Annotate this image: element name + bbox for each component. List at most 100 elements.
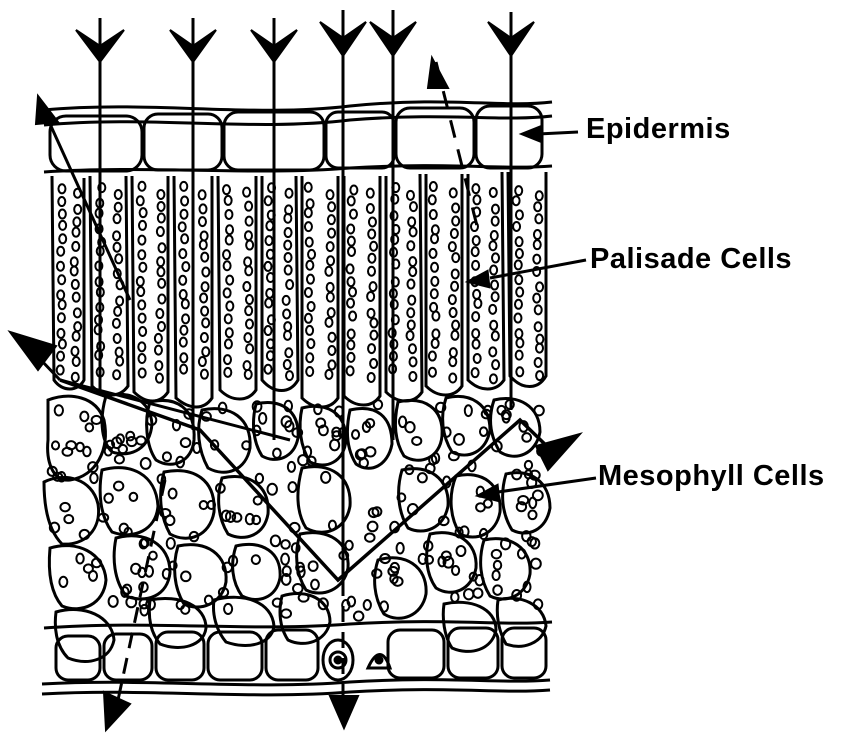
chloroplast <box>328 360 335 369</box>
chloroplast <box>407 308 414 317</box>
chloroplast <box>515 186 522 195</box>
chloroplast <box>491 281 498 290</box>
chloroplast <box>325 267 332 276</box>
chloroplast <box>368 344 375 353</box>
chloroplast <box>369 217 376 226</box>
chloroplast <box>158 214 165 223</box>
chloroplast <box>308 302 315 311</box>
chloroplast <box>201 231 208 240</box>
chloroplast <box>180 290 187 299</box>
chloroplast <box>473 588 482 597</box>
chloroplast <box>472 312 479 321</box>
chloroplast <box>368 373 375 382</box>
chloroplast <box>536 191 543 200</box>
chloroplast <box>348 196 355 205</box>
chloroplast <box>451 331 458 340</box>
transmitted-arrow-left <box>104 692 130 730</box>
chloroplast <box>370 282 377 291</box>
chloroplast <box>244 257 251 266</box>
chloroplast <box>454 434 464 445</box>
chloroplast <box>307 275 314 284</box>
chloroplast <box>259 413 266 424</box>
chloroplast <box>181 438 191 447</box>
chloroplast <box>243 282 250 291</box>
chloroplast <box>410 202 417 211</box>
chloroplast <box>182 314 189 323</box>
chloroplast <box>474 299 481 308</box>
chloroplast <box>138 236 145 245</box>
chloroplast <box>224 288 231 297</box>
chloroplast <box>492 217 499 226</box>
chloroplast <box>115 254 122 263</box>
chloroplast <box>265 299 272 308</box>
chloroplast <box>265 196 272 205</box>
chloroplast <box>516 249 523 258</box>
chloroplast <box>73 228 80 237</box>
chloroplast <box>223 250 230 259</box>
chloroplast <box>450 308 457 317</box>
chloroplast <box>163 452 171 461</box>
chloroplast <box>472 329 479 338</box>
transmitted-arrow-center <box>330 696 358 728</box>
upper-epidermis <box>44 102 552 172</box>
chloroplast <box>201 307 208 316</box>
chloroplast <box>535 322 542 331</box>
chloroplast <box>137 196 144 205</box>
chloroplast <box>410 357 417 366</box>
chloroplast <box>327 242 334 251</box>
chloroplast <box>522 433 531 442</box>
chloroplast <box>348 329 355 338</box>
chloroplast <box>158 295 165 304</box>
chloroplast <box>449 374 456 383</box>
chloroplast <box>139 221 146 230</box>
chloroplast <box>347 366 354 375</box>
chloroplast <box>245 231 252 240</box>
chloroplast <box>307 199 314 208</box>
chloroplast <box>200 293 207 302</box>
chloroplast <box>516 237 523 246</box>
chloroplast <box>136 436 145 444</box>
chloroplast <box>516 367 523 376</box>
chloroplast <box>57 290 64 299</box>
chloroplast <box>431 263 438 272</box>
chloroplast <box>64 515 73 523</box>
chloroplast <box>473 290 480 299</box>
chloroplast <box>465 405 472 416</box>
chloroplast <box>328 346 335 355</box>
chloroplast <box>288 462 295 472</box>
chloroplast <box>119 445 127 453</box>
chloroplast <box>157 227 164 236</box>
chloroplast <box>109 596 118 607</box>
chloroplast <box>138 250 145 259</box>
chloroplast <box>368 267 375 276</box>
chloroplast <box>399 416 406 427</box>
chloroplast <box>490 188 497 197</box>
chloroplast <box>179 249 186 258</box>
chloroplast <box>246 217 253 226</box>
chloroplast <box>58 197 65 206</box>
chloroplast <box>493 585 502 595</box>
chloroplast <box>368 229 375 238</box>
chloroplast <box>157 190 164 199</box>
chloroplast <box>139 368 146 377</box>
chloroplast <box>155 346 162 355</box>
chloroplast <box>325 318 332 327</box>
chloroplast <box>181 196 188 205</box>
chloroplast <box>201 253 208 262</box>
chloroplast <box>327 190 334 199</box>
chloroplast <box>245 306 252 315</box>
chloroplast <box>409 344 416 353</box>
chloroplast <box>58 184 65 193</box>
chloroplast <box>226 236 233 245</box>
chloroplast <box>345 541 352 550</box>
chloroplast <box>432 225 439 234</box>
chloroplast <box>449 357 456 366</box>
chloroplast <box>480 427 487 436</box>
chloroplast <box>59 221 66 230</box>
stoma <box>323 640 390 680</box>
chloroplast <box>285 253 292 262</box>
chloroplast <box>534 202 541 211</box>
chloroplast <box>409 267 416 276</box>
chloroplast <box>200 240 207 249</box>
